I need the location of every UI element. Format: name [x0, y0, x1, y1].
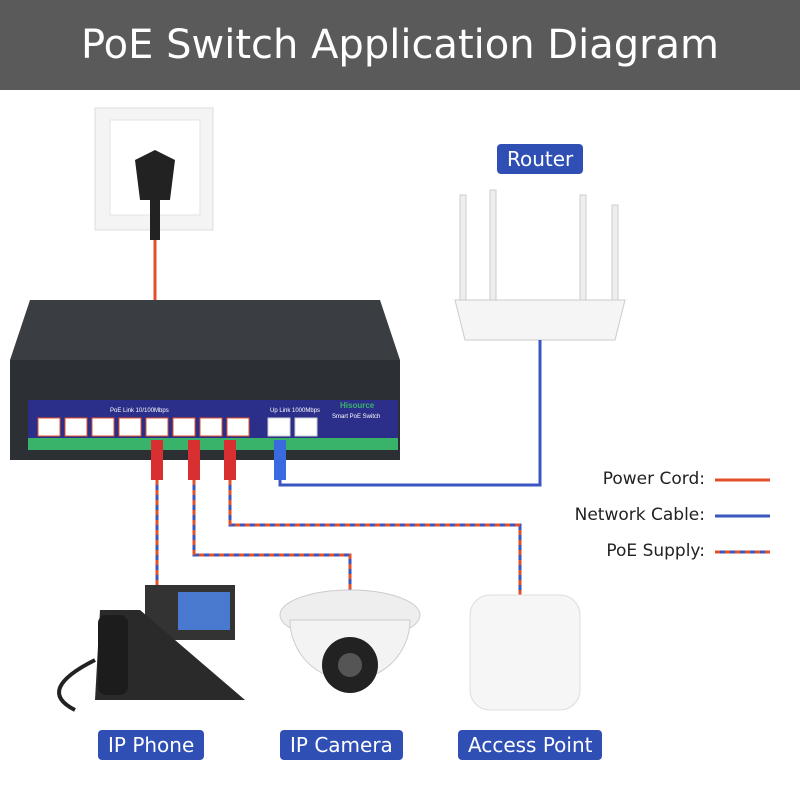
power-socket — [94, 107, 214, 240]
ip-phone — [57, 585, 245, 712]
legend-network-cable: Network Cable: — [574, 505, 705, 525]
router — [454, 189, 626, 341]
ip-phone-label: IP Phone — [98, 730, 205, 760]
brand-label: Hisource — [340, 401, 375, 410]
legend-poe-supply: PoE Supply: — [606, 541, 705, 561]
legend-power-cord: Power Cord: — [602, 469, 705, 489]
ip-camera-label: IP Camera — [280, 730, 403, 760]
ip-camera — [279, 589, 421, 693]
model-label: Smart PoE Switch — [332, 414, 380, 420]
poe-link-label: PoE Link 10/100Mbps — [110, 408, 169, 414]
up-link-label: Up Link 1000Mbps — [270, 408, 320, 414]
page-title: PoE Switch Application Diagram — [0, 0, 800, 90]
poe-switch: PoE Link 10/100Mbps Up Link 1000Mbps His… — [10, 300, 400, 460]
poe-cables — [155, 480, 522, 595]
access-point-label: Access Point — [458, 730, 603, 760]
access-point — [469, 594, 581, 711]
router-label: Router — [497, 144, 584, 174]
